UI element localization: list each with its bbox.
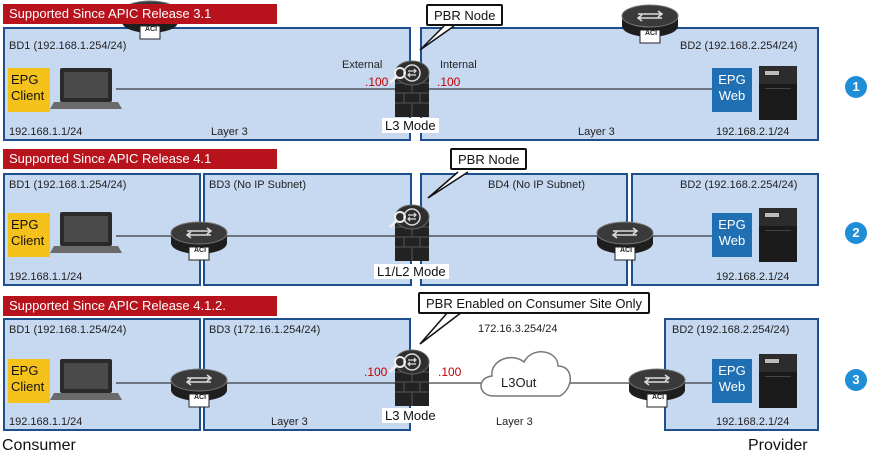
pbr-node-callout-row2: PBR Node (450, 148, 528, 170)
layer-label: Layer 3 (496, 416, 533, 428)
web-server-row3 (759, 354, 797, 408)
layer-label: Layer 3 (578, 126, 615, 138)
consumer-label: Consumer (2, 437, 76, 454)
ip-suffix-right: .100 (438, 365, 462, 379)
bd-label: BD3 (No IP Subnet) (209, 179, 307, 191)
endpoint-ip: 192.168.1.1/24 (9, 126, 83, 138)
bd2-row1-box (420, 27, 819, 141)
aci-badge: ACI (194, 394, 207, 401)
l3out-cloud (480, 351, 571, 397)
bd-label: BD1 (192.168.1.254/24) (9, 324, 127, 336)
mode-label-row1: L3 Mode (382, 118, 439, 133)
endpoint-ip: 192.168.2.1/24 (716, 416, 790, 428)
pbr-firewall-row1 (388, 59, 431, 119)
scenario-number-3: 3 (845, 369, 867, 391)
web-server-row1 (759, 66, 797, 120)
provider-label: Provider (748, 437, 808, 454)
l3out-subnet: 172.16.3.254/24 (478, 323, 558, 335)
layer-label: Layer 3 (211, 126, 248, 138)
bd-label: BD3 (172.16.1.254/24) (209, 324, 321, 336)
client-laptop-row1 (50, 68, 122, 109)
aci-badge: ACI (145, 26, 158, 33)
l3out-cloud-label: L3Out (501, 375, 537, 390)
endpoint-ip: 192.168.2.1/24 (716, 126, 790, 138)
leaf-switch-row2-right (596, 221, 654, 261)
endpoint-ip: 192.168.1.1/24 (9, 271, 83, 283)
bd3-row3-box (203, 318, 411, 431)
callout-pointer-row3 (419, 311, 463, 345)
pbr-node-callout-row1: PBR Node (426, 4, 504, 26)
client-laptop-row2 (50, 212, 122, 253)
scenario-number-2: 2 (845, 222, 867, 244)
bd-label: BD4 (No IP Subnet) (488, 179, 586, 191)
bd-label: BD1 (192.168.1.254/24) (9, 40, 127, 52)
callout-pointer-row1 (419, 25, 455, 51)
scenario-number-1: 1 (845, 76, 867, 98)
leaf-switch-row3-right (628, 368, 686, 408)
layer-label: Layer 3 (271, 416, 308, 428)
aci-badge: ACI (620, 247, 633, 254)
leaf-switch-row2-left (170, 221, 228, 261)
release-banner-row3: Supported Since APIC Release 4.1.2. (3, 296, 277, 316)
web-server-row2 (759, 208, 797, 262)
endpoint-ip: 192.168.2.1/24 (716, 271, 790, 283)
endpoint-ip: 192.168.1.1/24 (9, 416, 83, 428)
client-laptop-row3 (50, 359, 122, 400)
leaf-switch-row3-left (170, 368, 228, 408)
aci-badge: ACI (652, 394, 665, 401)
aci-badge: ACI (194, 247, 207, 254)
callout-pointer-row2 (427, 171, 469, 199)
interface-label-external: External (342, 59, 383, 71)
release-banner-row2: Supported Since APIC Release 4.1 (3, 149, 277, 169)
bd-label: BD2 (192.168.2.254/24) (672, 324, 790, 336)
bd-label: BD2 (192.168.2.254/24) (680, 179, 798, 191)
ip-suffix-right: .100 (437, 75, 461, 89)
pbr-firewall-row2 (388, 203, 431, 263)
pbr-consumer-callout-row3: PBR Enabled on Consumer Site Only (418, 292, 651, 314)
ip-suffix-left: .100 (364, 365, 388, 379)
ip-suffix-left: .100 (365, 75, 389, 89)
pbr-firewall-row3 (388, 348, 431, 408)
mode-label-row3: L3 Mode (382, 408, 439, 423)
bd-label: BD2 (192.168.2.254/24) (680, 40, 798, 52)
bd-label: BD1 (192.168.1.254/24) (9, 179, 127, 191)
mode-label-row2: L1/L2 Mode (374, 264, 449, 279)
interface-label-internal: Internal (440, 59, 477, 71)
aci-badge: ACI (645, 30, 658, 37)
leaf-switch-row1-right (621, 4, 679, 44)
release-banner-row1: Supported Since APIC Release 3.1 (3, 4, 277, 24)
